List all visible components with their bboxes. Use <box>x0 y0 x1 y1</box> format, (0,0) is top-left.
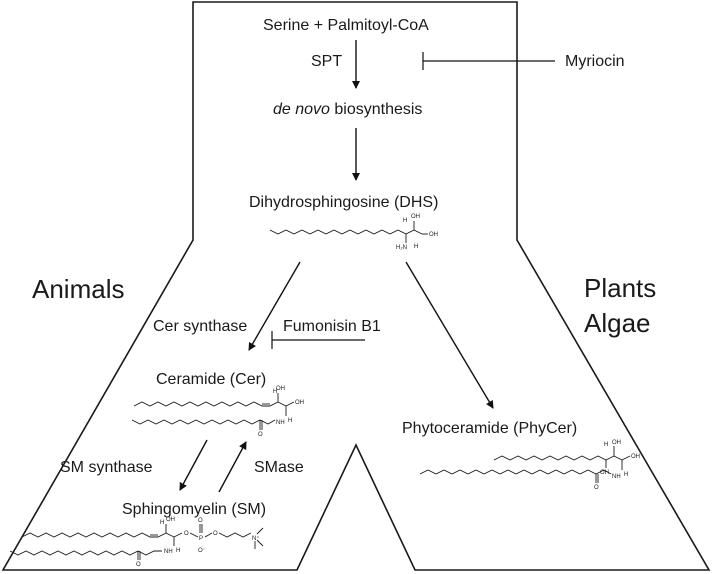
arrow-smase <box>218 441 247 493</box>
inhibitor-fumonisin-b1: Fumonisin B1 <box>283 318 381 335</box>
region-label-algae: Algae <box>584 308 651 338</box>
svg-text:OH: OH <box>631 454 640 460</box>
node-serine-palmitoyl-coa: Serine + Palmitoyl-CoA <box>263 17 429 34</box>
svg-text:NH: NH <box>612 474 621 480</box>
region-label-animals: Animals <box>32 274 124 304</box>
node-ceramide: Ceramide (Cer) <box>156 371 266 388</box>
svg-text:N⁺: N⁺ <box>252 535 260 542</box>
de-novo-italic: de novo <box>273 101 330 118</box>
svg-text:O: O <box>258 432 263 438</box>
dhs-structure: H OH H₂N H OH <box>269 214 438 251</box>
svg-text:H: H <box>604 442 608 448</box>
svg-text:H: H <box>414 244 418 250</box>
svg-text:H: H <box>288 418 292 424</box>
label-spt: SPT <box>311 53 342 70</box>
label-cer-synthase: Cer synthase <box>153 318 247 335</box>
label-sm-synthase: SM synthase <box>60 459 153 476</box>
node-phytoceramide: Phytoceramide (PhyCer) <box>402 420 577 437</box>
node-de-novo-biosynthesis: de novo biosynthesis <box>273 101 422 118</box>
svg-text:O: O <box>136 562 141 568</box>
svg-text:O: O <box>184 531 189 537</box>
inhibitor-myriocin: Myriocin <box>565 53 625 70</box>
svg-text:H: H <box>160 520 164 526</box>
svg-text:OH: OH <box>411 214 420 220</box>
region-label-plants: Plants <box>584 273 656 303</box>
svg-text:OH: OH <box>166 517 175 523</box>
svg-text:H: H <box>273 389 277 395</box>
sphingomyelin-structure: H OH O P O O⁻ O N⁺ H NH O <box>9 517 264 568</box>
svg-text:H: H <box>176 548 180 554</box>
svg-text:H₂N: H₂N <box>396 245 407 251</box>
svg-text:H: H <box>624 472 628 478</box>
arrow-sm-synthase <box>179 439 208 491</box>
svg-text:P: P <box>199 536 203 542</box>
svg-text:NH: NH <box>276 420 285 426</box>
label-smase: SMase <box>254 459 304 476</box>
arrow-dhs-to-ceramide <box>248 261 301 351</box>
svg-text:OH: OH <box>276 386 285 392</box>
svg-text:O: O <box>213 531 218 537</box>
svg-text:O: O <box>594 485 599 491</box>
svg-text:OH: OH <box>612 440 621 446</box>
svg-text:OH: OH <box>429 232 438 238</box>
svg-text:O: O <box>198 518 203 524</box>
ceramide-structure: H OH OH H NH O <box>131 386 304 438</box>
arrow-dhs-to-phytoceramide <box>405 261 494 409</box>
biosynthesis-word: biosynthesis <box>330 101 423 118</box>
node-dihydrosphingosine: Dihydrosphingosine (DHS) <box>249 194 438 211</box>
svg-text:NH: NH <box>164 549 173 555</box>
svg-text:O⁻: O⁻ <box>198 548 206 554</box>
node-sphingomyelin: Sphingomyelin (SM) <box>122 501 266 518</box>
svg-text:OH: OH <box>295 400 304 406</box>
phytoceramide-structure: OH OH H OH H NH O <box>419 440 640 491</box>
svg-text:OH: OH <box>600 470 609 476</box>
svg-text:H: H <box>403 218 407 224</box>
